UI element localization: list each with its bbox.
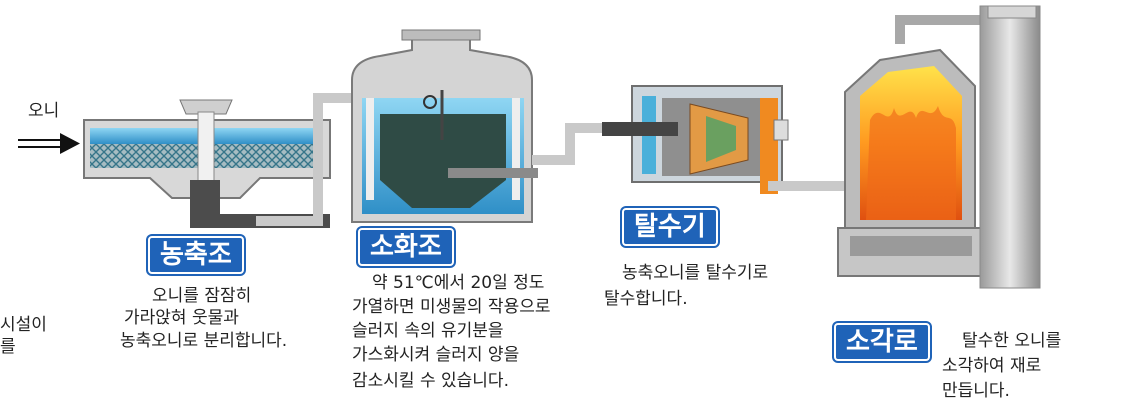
stage-badge-thickener: 농축조 (148, 236, 244, 274)
stage-desc-thickener-1: 오니를 잠잠히 (152, 286, 252, 306)
chimney (979, 5, 1041, 289)
stage-desc-digester-5: 감소시킬 수 있습니다. (352, 371, 509, 391)
digester-tank (351, 29, 538, 223)
thickener-tank (83, 99, 331, 228)
left-fragment-line-2: 를 (0, 337, 16, 357)
stage-desc-incinerator-3: 만듭니다. (942, 381, 1010, 401)
stage-desc-incinerator-1: 탈수한 오니를 (962, 331, 1062, 351)
stage-desc-dewaterer-2: 탈수합니다. (604, 289, 688, 309)
inflow-label: 오니 (28, 101, 60, 121)
stage-badge-digester: 소화조 (358, 228, 454, 266)
stage-desc-thickener-2: 가라앉혀 웃물과 (124, 308, 239, 328)
stage-desc-digester-3: 슬러지 속의 유기분을 (352, 321, 504, 341)
dewatering-machine (602, 85, 789, 194)
stage-desc-incinerator-2: 소각하여 재로 (942, 356, 1042, 376)
stage-badge-dewaterer: 탈수기 (622, 208, 718, 246)
pipe-2 (532, 123, 612, 165)
left-fragment-line-1: 시설이 (0, 315, 47, 335)
stage-desc-digester-1: 약 51℃에서 20일 정도 (372, 273, 545, 293)
stage-desc-dewaterer-1: 농축오니를 탈수기로 (622, 263, 769, 283)
stage-desc-digester-4: 가스화시켜 슬러지 양을 (352, 345, 520, 365)
inflow-arrow (18, 133, 80, 154)
incinerator (837, 15, 1000, 277)
pipe-1 (256, 93, 352, 226)
stage-desc-digester-2: 가열하면 미생물의 작용으로 (352, 297, 551, 317)
stage-desc-thickener-3: 농축오니로 분리합니다. (120, 331, 288, 351)
stage-badge-incinerator: 소각로 (834, 323, 930, 361)
